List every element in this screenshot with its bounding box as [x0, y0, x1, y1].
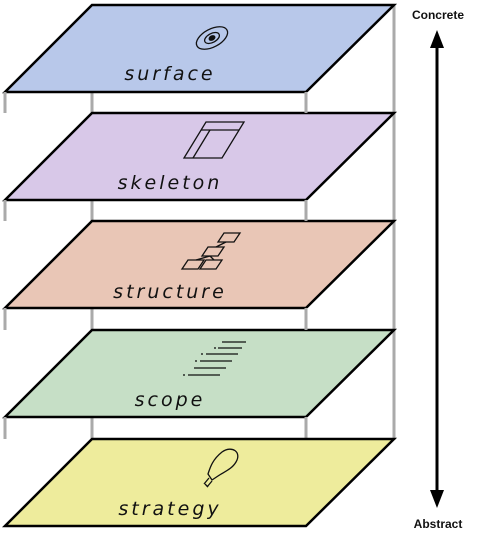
layer-label-surface: surface — [124, 63, 215, 85]
plane-strategy — [1, 437, 398, 528]
abstraction-axis — [430, 30, 444, 508]
layer-surface: surface — [1, 3, 398, 94]
layer-label-strategy: strategy — [118, 498, 221, 520]
layer-structure: structure — [1, 219, 398, 310]
frame-front-posts — [3, 92, 308, 439]
lightbulb-icon — [203, 448, 239, 488]
arrow-down-icon — [430, 490, 444, 508]
layer-strategy: strategy — [1, 437, 398, 528]
layer-label-structure: structure — [113, 281, 227, 303]
sitemap-icon — [180, 232, 242, 270]
axis-label-abstract: Abstract — [414, 517, 463, 531]
eye-icon — [195, 26, 229, 50]
layer-scope: scope — [1, 328, 398, 419]
layer-label-skeleton: skeleton — [118, 172, 223, 194]
layer-skeleton: skeleton — [1, 111, 398, 202]
arrow-up-icon — [430, 30, 444, 48]
wireframe-icon — [182, 121, 246, 159]
axis-label-concrete: Concrete — [412, 8, 464, 22]
layer-label-scope: scope — [135, 389, 206, 411]
list-icon — [183, 341, 246, 376]
